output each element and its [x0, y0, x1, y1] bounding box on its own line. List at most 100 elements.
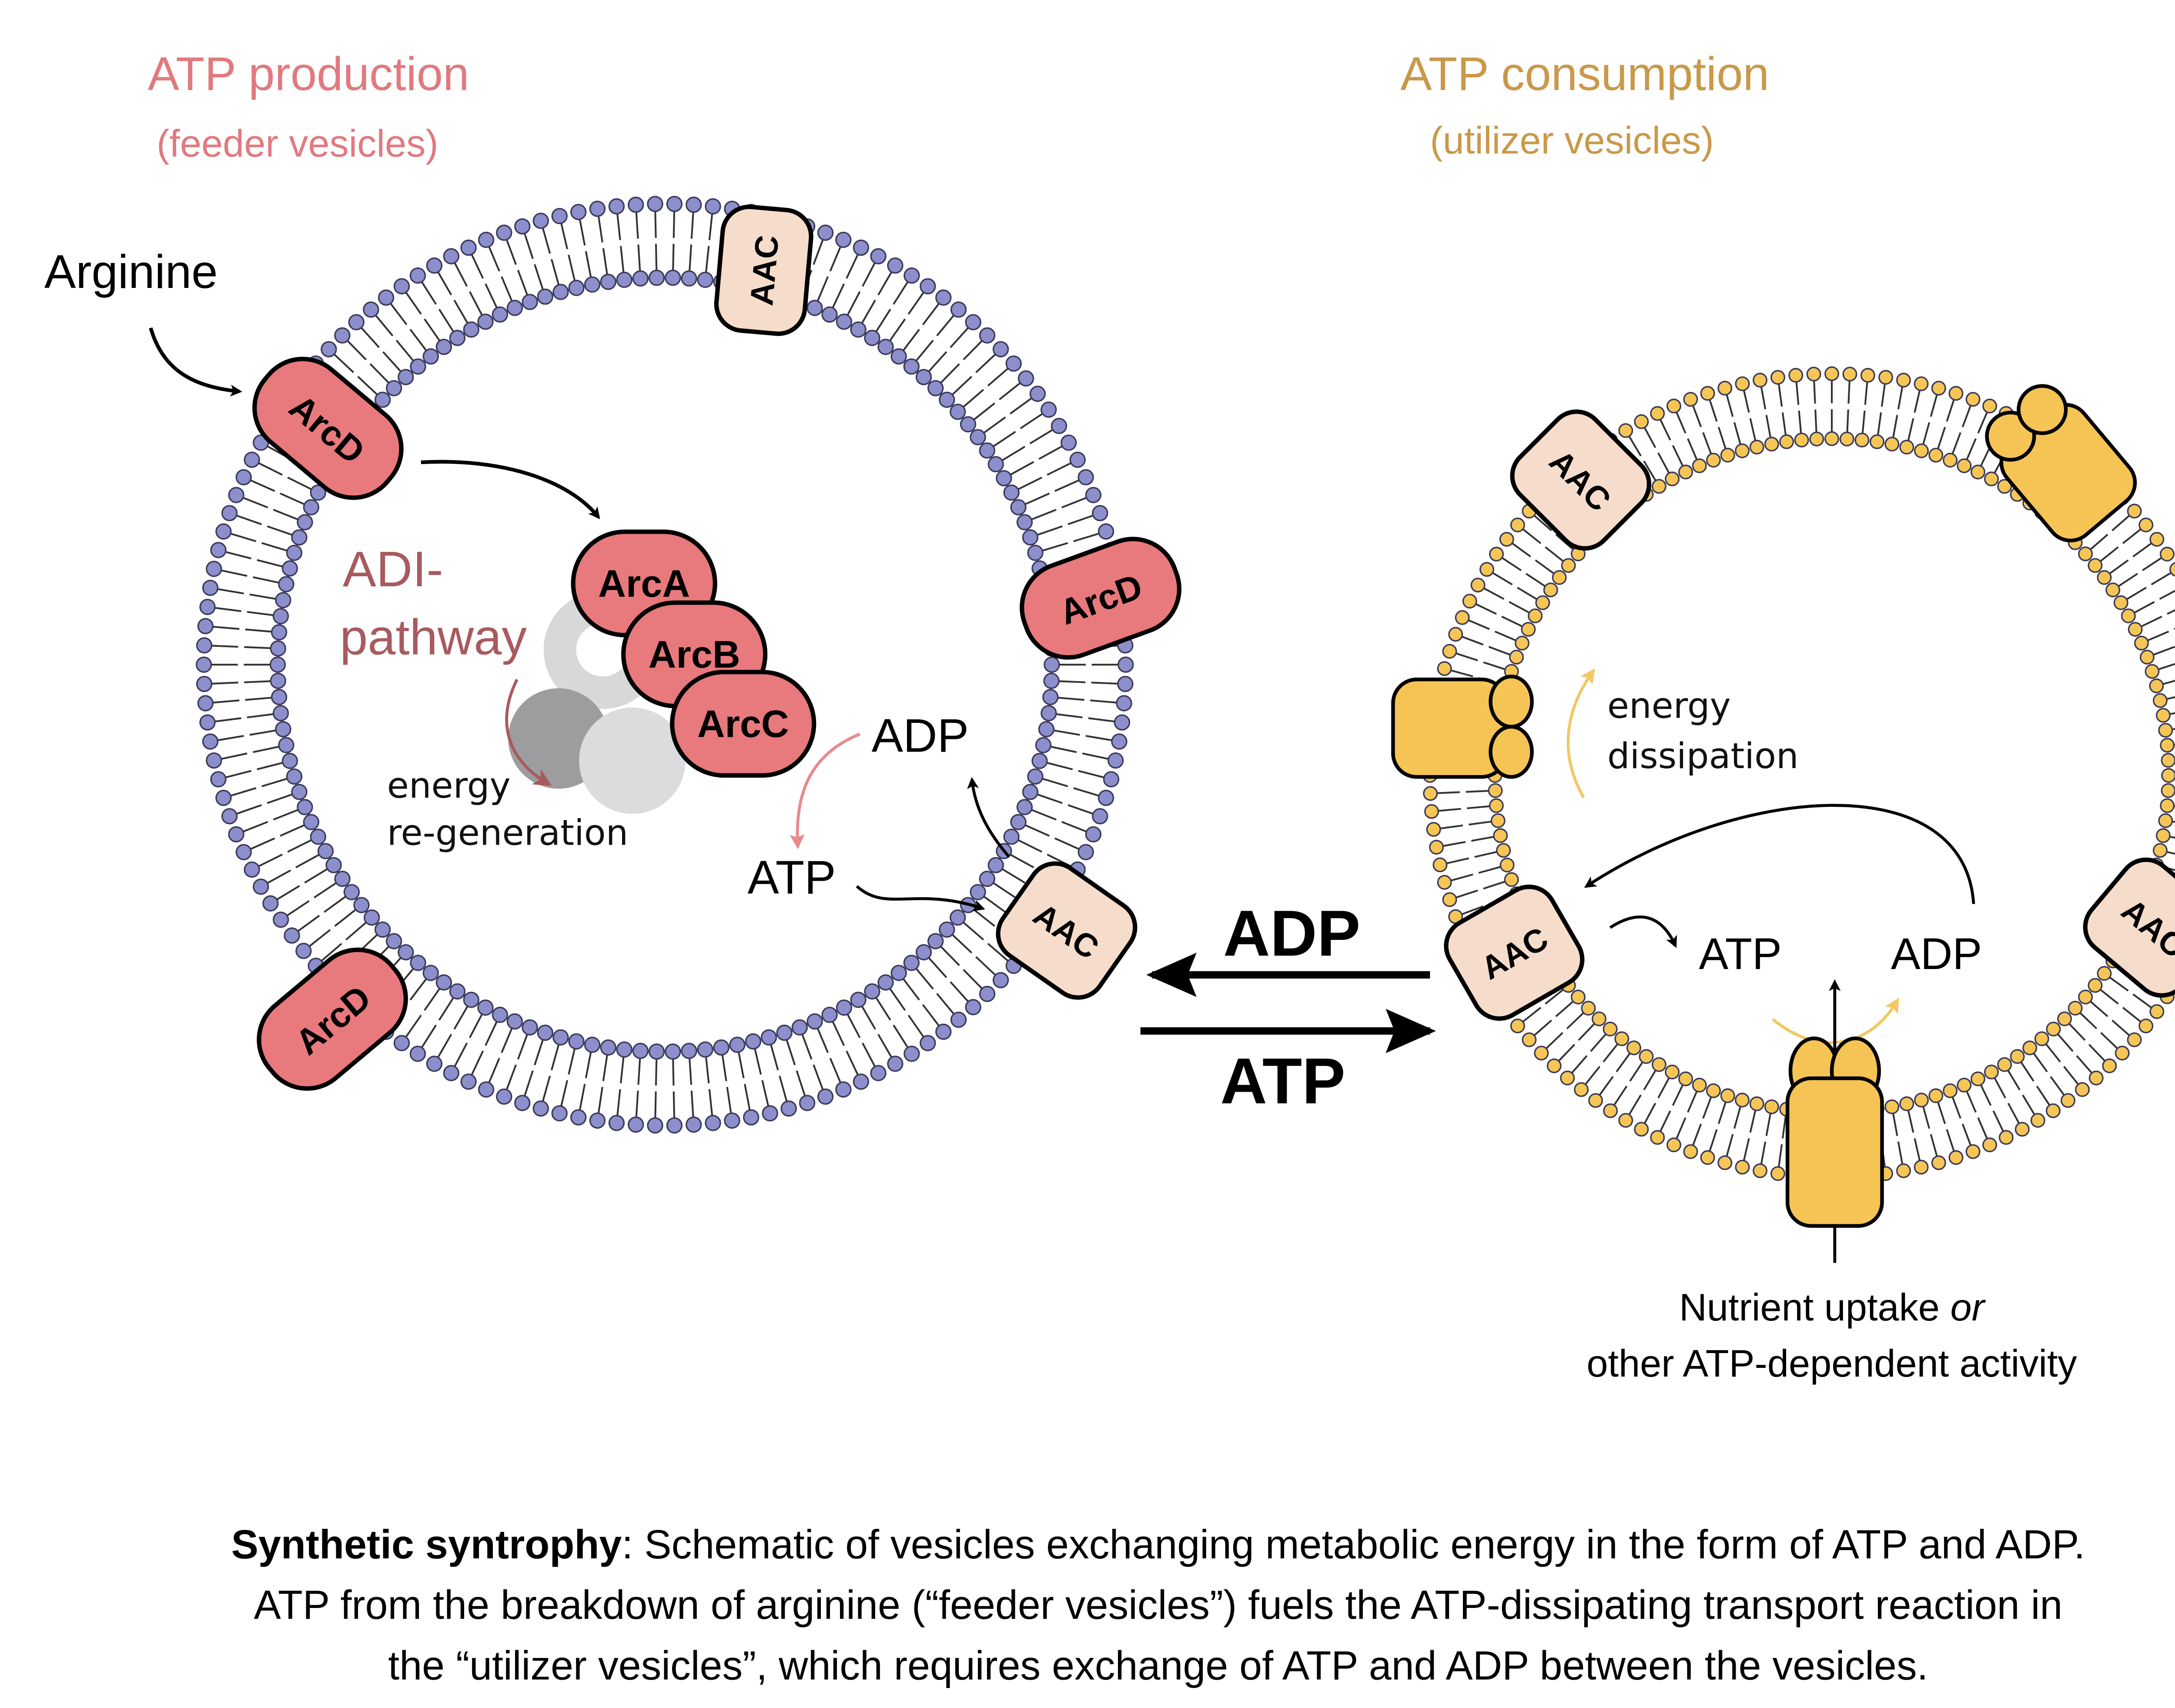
dissipation-label-line1: energy: [1607, 685, 1731, 727]
lipid-head: [1957, 458, 1972, 473]
lipid-head: [1749, 440, 1764, 455]
lipid-head: [463, 992, 480, 1008]
lipid-head: [435, 974, 452, 991]
lipid-head: [2105, 582, 2121, 598]
lipid-head: [2061, 1093, 2075, 1108]
lipid-head: [514, 218, 531, 235]
lipid-head: [1626, 1040, 1641, 1056]
lipid-head: [1588, 1093, 1603, 1108]
lipid-head: [1042, 689, 1059, 705]
lipid-head: [853, 1073, 870, 1090]
lipid-head: [1749, 1096, 1764, 1111]
lipid-head: [532, 213, 549, 229]
lipid-head: [1560, 1070, 1575, 1086]
lipid-head: [1971, 1071, 1985, 1086]
lipid-head: [950, 909, 966, 926]
lipid-head: [970, 884, 986, 900]
lipid-head: [1043, 672, 1060, 689]
lipid-head: [1860, 368, 1875, 383]
lipid-head: [1479, 562, 1495, 577]
lipid-head: [1692, 458, 1707, 473]
lipid-head: [1700, 1150, 1715, 1165]
aac-to-adp-arrow: [967, 777, 1011, 858]
lipid-head: [2158, 722, 2173, 738]
lipid-head: [950, 301, 967, 318]
lipid-head: [202, 579, 219, 596]
lipid-head: [1957, 1077, 1972, 1093]
lipid-head: [1603, 1022, 1618, 1036]
lipid-head: [1717, 1155, 1733, 1170]
lipid-head: [608, 198, 625, 215]
lipid-head: [537, 288, 553, 305]
atpase-left: [1391, 675, 1534, 779]
lipid-head: [422, 965, 439, 981]
lipid-head: [1077, 469, 1094, 485]
lipid-head: [665, 1043, 681, 1060]
lipid-head: [393, 1035, 410, 1051]
lipid-head: [197, 618, 214, 635]
lipid-head: [939, 921, 955, 938]
aac-protein-feeder-top: AAC: [714, 204, 813, 336]
lipid-head: [697, 271, 713, 288]
lipid-head: [537, 1024, 553, 1041]
lipid-head: [1639, 1049, 1654, 1064]
lipid-head: [2097, 570, 2112, 585]
lipid-head: [950, 1011, 967, 1028]
lipid-head: [1534, 1046, 1549, 1061]
lipid-head: [887, 1056, 903, 1072]
lipid-head: [2139, 649, 2155, 665]
lipid-head: [632, 270, 649, 287]
lipid-head: [235, 844, 252, 860]
lipid-head: [552, 1029, 569, 1046]
lipid-head: [1666, 398, 1681, 414]
lipid-head: [275, 592, 291, 608]
lipid-head: [780, 1100, 797, 1117]
lipid-head: [806, 1013, 823, 1030]
lipid-head: [522, 294, 538, 310]
lipid-head: [2010, 1049, 2025, 1064]
lipid-head: [1003, 829, 1020, 845]
lipid-head: [903, 1046, 920, 1062]
lipid-head: [950, 404, 966, 420]
lipid-head: [870, 1065, 887, 1081]
lipid-head: [2160, 798, 2175, 813]
lipid-head: [435, 338, 452, 355]
lipid-head: [1997, 1057, 2012, 1072]
lipid-head: [2046, 1022, 2061, 1036]
lipid-head: [284, 927, 300, 944]
lipid-head: [1448, 627, 1463, 642]
lipid-head: [1854, 432, 1870, 448]
lipid-head: [1005, 355, 1022, 372]
lipid-head: [1010, 499, 1027, 515]
lipid-head: [551, 1105, 568, 1122]
exchange-adp-label: ADP: [1223, 898, 1361, 971]
lipid-head: [1842, 367, 1857, 382]
lipid-head: [272, 911, 289, 928]
lipid-head: [1928, 448, 1944, 463]
lipid-head: [1561, 558, 1576, 573]
lipid-head: [278, 576, 294, 592]
lipid-head: [1650, 1130, 1665, 1145]
lipid-head: [648, 269, 665, 286]
lipid-head: [627, 197, 644, 213]
atp-hydrolysis-arrow: [1772, 997, 1899, 1044]
lipid-head: [2138, 1018, 2154, 1033]
lipid-head: [996, 470, 1012, 487]
dissipation-arrow: [1566, 668, 1595, 799]
lipid-head: [1442, 892, 1457, 907]
lipid-head: [1603, 1103, 1618, 1118]
lipid-head: [2088, 558, 2103, 573]
lipid-head: [1442, 644, 1457, 659]
lipid-head: [1085, 826, 1102, 842]
lipid-head: [1650, 406, 1665, 421]
lipid-head: [2115, 1046, 2130, 1061]
lipid-head: [1027, 545, 1044, 561]
lipid-head: [935, 1023, 952, 1040]
lipid-head: [443, 1065, 459, 1081]
lipid-head: [836, 314, 853, 330]
lipid-head: [2161, 783, 2175, 798]
arcd-to-arca-arrow: [421, 460, 600, 519]
lipid-head: [2121, 608, 2136, 623]
lipid-head: [1720, 448, 1735, 463]
lipid-head: [1678, 1071, 1693, 1086]
